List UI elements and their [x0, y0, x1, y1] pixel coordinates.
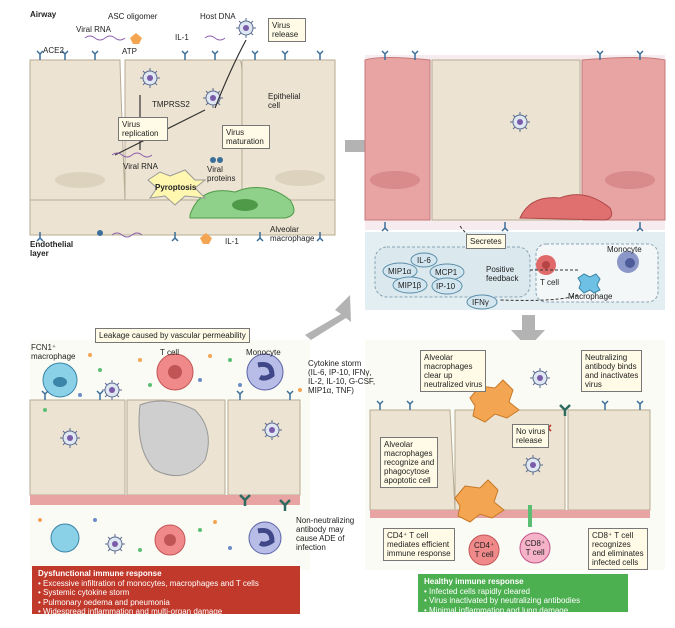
monocyte-label-c: Monocyte — [246, 348, 281, 357]
alveolar-clear-box: Alveolar macrophages clear up neutralize… — [420, 350, 487, 392]
cytokine-storm-label: Cytokine storm (IL-6, IP-10, IFNγ, IL-2,… — [308, 359, 376, 395]
host-dna-label: Host DNA — [200, 12, 236, 21]
il1-bottom-label: IL-1 — [225, 237, 239, 246]
cytokine-ip10: IP-10 — [436, 282, 456, 291]
virus-replication-box: Virus replication — [118, 117, 168, 141]
no-virus-release-box: No virus release — [512, 424, 550, 448]
healthy-text: Healthy immune response • Infected cells… — [424, 577, 581, 615]
atp-label: ATP — [122, 47, 137, 56]
viral-proteins-label: Viral proteins — [207, 165, 236, 183]
viral-rna-top-label: Viral RNA — [76, 25, 111, 34]
ifng-label: IFNγ — [472, 298, 489, 307]
neutralizing-box: Neutralizing antibody binds and inactiva… — [581, 350, 643, 392]
cd4-cell-label: CD4⁺ T cell — [474, 541, 495, 559]
cd8-cell-label: CD8⁺ T cell — [525, 539, 546, 557]
non-neutralizing-label: Non-neutralizing antibody may cause ADE … — [296, 516, 355, 552]
healthy-box — [418, 574, 628, 612]
macrophage-label-b: Macrophage — [568, 292, 613, 301]
t-cell-label-c: T cell — [160, 348, 179, 357]
panel-c-cells — [29, 340, 310, 570]
dysfunctional-text: Dysfunctional immune response • Excessiv… — [38, 569, 259, 616]
ace2-label: ACE2 — [43, 46, 64, 55]
tmprss2-label: TMPRSS2 — [152, 100, 190, 109]
cd8-text-box: CD8⁺ T cell recognizes and eliminates in… — [588, 528, 648, 570]
virus-release-box: Virus release — [268, 18, 306, 42]
leakage-box: Leakage caused by vascular permeability — [95, 328, 250, 343]
cytokine-mip1b: MIP1β — [398, 281, 422, 290]
cytokine-mcp1: MCP1 — [435, 268, 458, 277]
t-cell-label-b: T cell — [540, 278, 559, 287]
cytokine-il6: IL-6 — [417, 256, 431, 265]
il1-top-label: IL-1 — [175, 33, 189, 42]
virus-maturation-box: Virus maturation — [222, 125, 270, 149]
cytokine-mip1a: MIP1α — [388, 267, 412, 276]
endothelial-layer-label: Endothelial layer — [30, 240, 74, 258]
fcn1-macrophage-label: FCN1⁺ macrophage — [31, 343, 76, 361]
alveolar-recognize-box: Alveolar macrophages recognize and phago… — [380, 437, 439, 488]
pyroptosis-label: Pyroptosis — [155, 183, 197, 192]
secretes-box: Secretes — [466, 234, 506, 249]
asc-oligomer-label: ASC oligomer — [108, 12, 158, 21]
cd4-text-box: CD4⁺ T cell mediates efficient immune re… — [383, 528, 455, 561]
dysfunctional-box — [32, 566, 300, 614]
epithelial-cell-label: Epithelial cell — [268, 92, 301, 110]
alveolar-macrophage-label: Alveolar macrophage — [270, 225, 315, 243]
monocyte-label-b: Monocyte — [607, 245, 642, 254]
airway-label: Airway — [30, 10, 57, 19]
positive-feedback-label: Positive feedback — [486, 265, 519, 283]
panel-a-cells — [29, 59, 336, 236]
viral-rna-mid-label: Viral RNA — [123, 162, 158, 171]
